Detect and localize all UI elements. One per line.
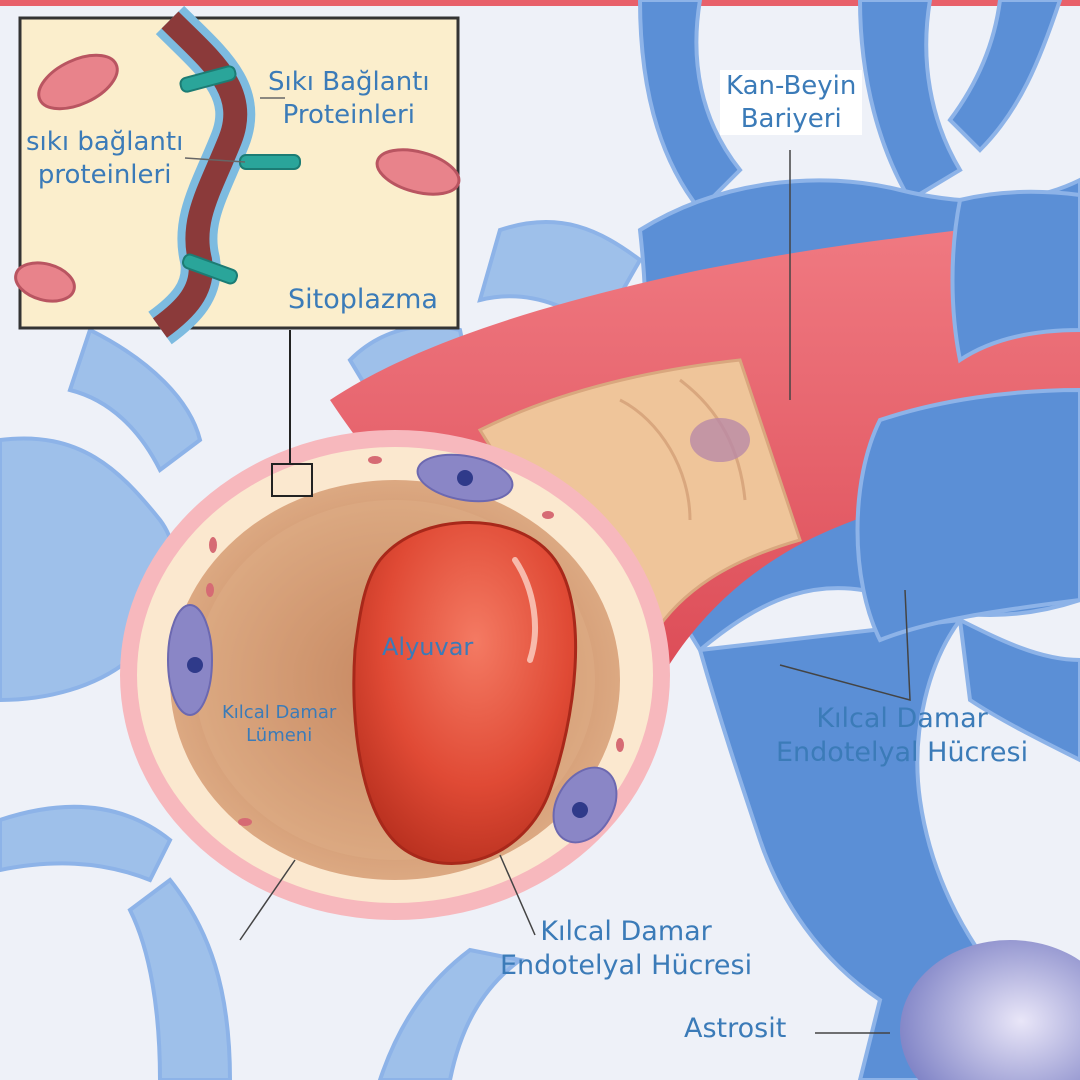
red-blood-cell: [352, 521, 578, 865]
zoom-box: [271, 463, 313, 497]
label-line: proteinleri: [37, 159, 172, 190]
label-capillary-lumen: Kılcal Damar Lümeni: [222, 702, 336, 747]
label-line: Bariyeri: [740, 103, 842, 134]
label-line: Endotelyal Hücresi: [500, 949, 753, 981]
label-line: sıkı bağlantı: [26, 127, 184, 157]
label-tight-junction-proteins-lower: sıkı bağlantı proteinleri: [26, 126, 183, 191]
label-endothelial-cell-bottom: Kılcal Damar Endotelyal Hücresi: [500, 915, 752, 983]
leader-lines: [239, 150, 911, 1034]
label-blood-brain-barrier: Kan-Beyin Bariyeri: [720, 70, 863, 135]
label-astrocyte: Astrosit: [684, 1013, 787, 1044]
label-line: Kılcal Damar: [540, 916, 712, 947]
label-line: Kan-Beyin: [726, 71, 857, 101]
label-cytoplasm: Sitoplazma: [288, 284, 438, 315]
label-line: Proteinleri: [282, 99, 415, 130]
label-tight-junction-proteins-cap: Sıkı Bağlantı Proteinleri: [268, 66, 430, 131]
label-line: Kılcal Damar: [222, 702, 337, 723]
top-border: [0, 0, 1080, 6]
label-line: Kılcal Damar: [816, 703, 988, 734]
label-line: Sıkı Bağlantı: [268, 67, 430, 97]
label-red-blood-cell: Alyuvar: [382, 633, 474, 661]
astrocyte-cell-body: [900, 940, 1080, 1080]
label-line: Endotelyal Hücresi: [776, 736, 1029, 768]
tight-junction-inset: [14, 5, 461, 345]
label-endothelial-cell-right: Kılcal Damar Endotelyal Hücresi: [776, 702, 1028, 770]
label-line: Lümeni: [246, 724, 313, 746]
